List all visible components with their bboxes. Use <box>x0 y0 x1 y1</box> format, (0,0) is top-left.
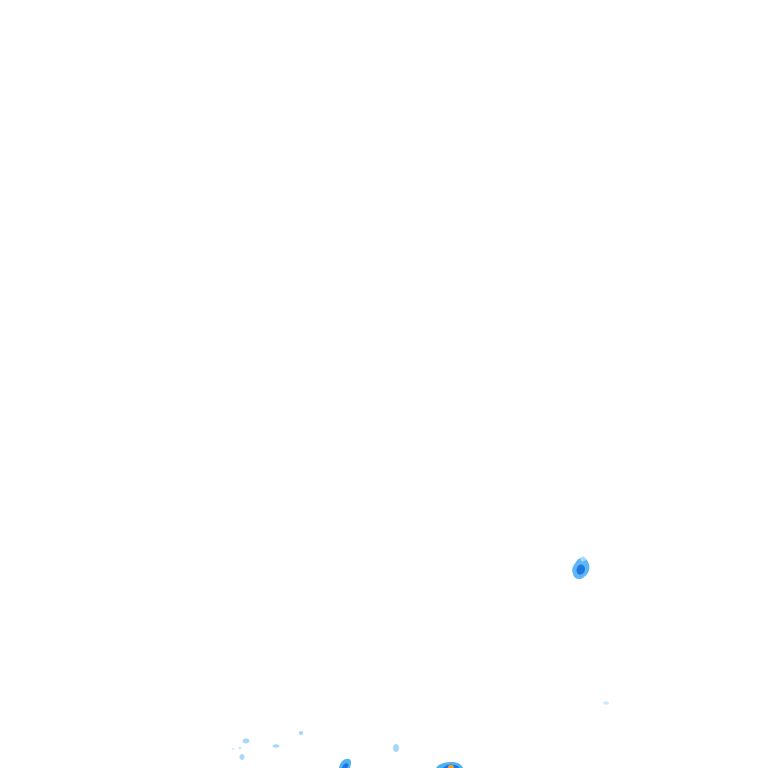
precip-speck <box>238 746 242 750</box>
precip-speck <box>239 754 245 760</box>
precip-speck <box>231 748 235 750</box>
precip-speck <box>393 744 399 752</box>
precip-cluster-southwest <box>231 731 304 760</box>
precip-blob <box>342 763 349 768</box>
precip-cell-east <box>572 556 590 580</box>
precip-cell-south-intense <box>436 762 463 768</box>
precip-speck <box>298 731 304 735</box>
precip-speck <box>272 744 280 748</box>
precip-core <box>448 765 454 768</box>
precip-cell-south <box>339 758 351 768</box>
precip-speck <box>603 701 609 705</box>
precip-speck <box>242 738 250 744</box>
precip-blob <box>576 564 585 575</box>
precip-blob <box>580 556 586 562</box>
